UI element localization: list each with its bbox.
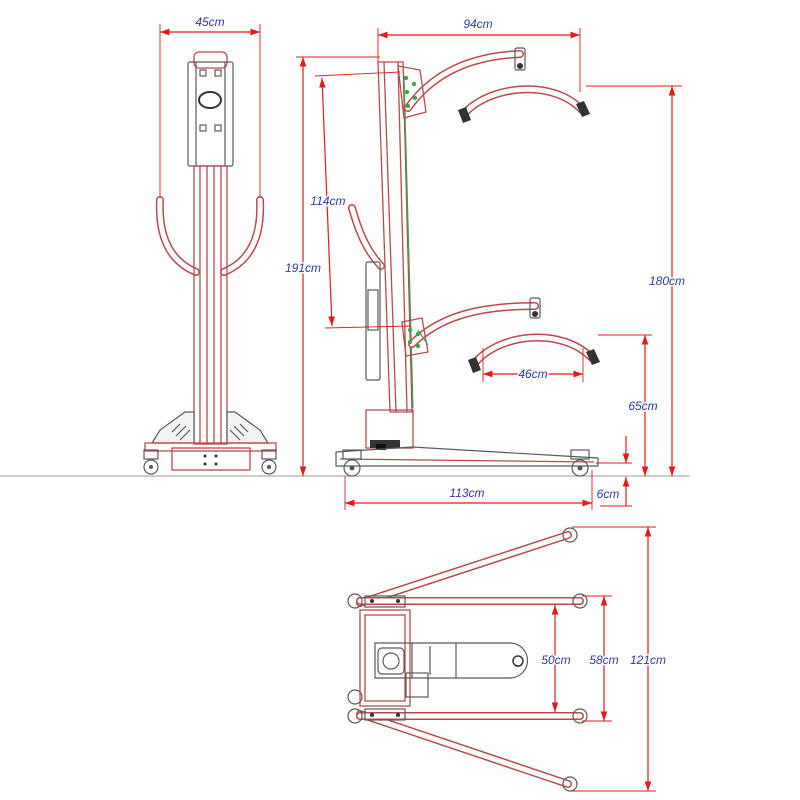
top-actuator-box bbox=[405, 672, 429, 698]
boom-upper bbox=[397, 47, 526, 119]
boom-lower-hook bbox=[529, 297, 541, 319]
label-overall-height: 191cm bbox=[285, 261, 321, 275]
front-column bbox=[193, 165, 228, 445]
front-base-bar bbox=[144, 442, 277, 452]
dim-leg-inner-width: 50cm bbox=[540, 605, 572, 712]
dim-front-width: 45cm bbox=[159, 14, 261, 198]
label-legs-open-width: 121cm bbox=[630, 653, 666, 667]
dim-base-clearance: 6cm bbox=[595, 436, 632, 507]
top-handle bbox=[374, 642, 529, 679]
dim-max-height: 180cm bbox=[586, 85, 687, 476]
spreader-upper bbox=[458, 89, 590, 123]
top-handle-knob bbox=[512, 655, 524, 667]
dim-leg-outer-width: 58cm bbox=[582, 595, 620, 722]
side-handle bbox=[352, 208, 381, 266]
front-view: 45cm bbox=[143, 14, 277, 475]
dim-overall-height: 191cm bbox=[283, 56, 380, 476]
front-top-cap bbox=[193, 51, 228, 69]
label-base-length: 113cm bbox=[449, 486, 484, 500]
label-leg-outer-width: 58cm bbox=[589, 653, 618, 667]
dim-legs-open-width: 121cm bbox=[572, 526, 668, 792]
front-control-unit bbox=[187, 61, 234, 167]
label-front-width: 45cm bbox=[195, 15, 224, 29]
front-grip-oval bbox=[198, 91, 222, 109]
side-base bbox=[335, 446, 599, 467]
label-base-clearance: 6cm bbox=[597, 487, 620, 501]
top-wheels bbox=[347, 527, 588, 792]
front-wheel-left bbox=[143, 449, 159, 475]
top-mast-body bbox=[359, 609, 411, 707]
side-wheel-front bbox=[570, 449, 590, 477]
label-spreader-width: 46cm bbox=[518, 367, 547, 381]
top-leg-brackets bbox=[364, 595, 406, 721]
battery-unit bbox=[365, 409, 414, 450]
top-view: 50cm 58cm 121cm bbox=[347, 526, 668, 792]
label-leg-inner-width: 50cm bbox=[541, 653, 570, 667]
side-wheel-rear bbox=[342, 449, 362, 477]
label-min-height: 65cm bbox=[628, 399, 657, 413]
front-base-box bbox=[171, 447, 251, 471]
dim-spreader-width: 46cm bbox=[482, 348, 584, 383]
spreader-lower bbox=[468, 337, 600, 373]
front-base-brackets bbox=[150, 411, 270, 444]
label-boom-reach: 94cm bbox=[463, 17, 492, 31]
boom-upper-hook bbox=[514, 47, 526, 71]
boom-lower bbox=[401, 297, 541, 357]
actuator-line bbox=[403, 75, 414, 409]
label-lift-travel: 114cm bbox=[310, 194, 345, 208]
front-handles bbox=[160, 200, 260, 272]
dim-base-length: 113cm bbox=[344, 470, 593, 510]
label-max-height: 180cm bbox=[649, 274, 685, 288]
side-control-panel bbox=[365, 261, 381, 381]
front-wheel-right bbox=[261, 449, 277, 475]
dim-min-height: 65cm bbox=[598, 334, 659, 476]
side-view: 94cm 191cm 114cm 180cm 46cm bbox=[283, 16, 687, 510]
dim-boom-reach: 94cm bbox=[377, 16, 581, 92]
dim-lift-travel: 114cm bbox=[309, 71, 411, 329]
mast bbox=[377, 61, 413, 413]
